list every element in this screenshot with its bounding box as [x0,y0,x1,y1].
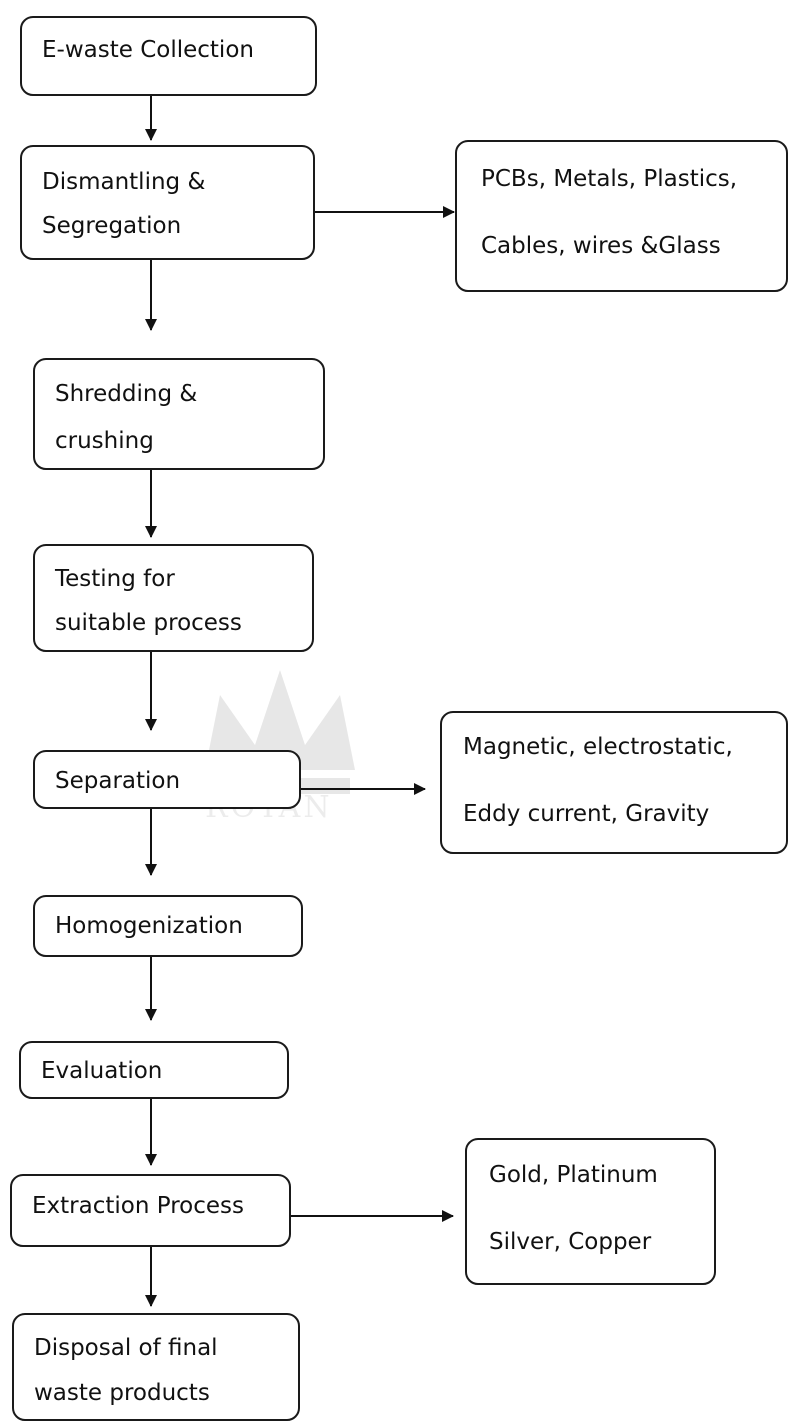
output-label: Eddy current, Gravity [463,801,710,827]
step-ewaste-collection: E-waste Collection [20,16,317,96]
step-label: waste products [34,1380,210,1406]
step-label: Shredding & [55,381,198,407]
step-shredding-crushing: Shredding & crushing [33,358,325,470]
step-label: Evaluation [41,1058,163,1084]
step-extraction-process: Extraction Process [10,1174,291,1247]
step-dismantling-segregation: Dismantling & Segregation [20,145,315,260]
output-label: Cables, wires &Glass [481,233,721,259]
step-separation: Separation [33,750,301,809]
step-evaluation: Evaluation [19,1041,289,1099]
output-label: Gold, Platinum [489,1162,658,1188]
step-homogenization: Homogenization [33,895,303,957]
step-label: suitable process [55,610,242,636]
output-materials: PCBs, Metals, Plastics, Cables, wires &G… [455,140,788,292]
step-label: Extraction Process [32,1193,244,1219]
output-precious-metals: Gold, Platinum Silver, Copper [465,1138,716,1285]
step-label: Homogenization [55,913,243,939]
step-label: Separation [55,768,181,794]
step-label: E-waste Collection [42,37,254,63]
output-label: Silver, Copper [489,1229,652,1255]
step-disposal: Disposal of final waste products [12,1313,300,1421]
step-label: crushing [55,428,154,454]
step-label: Dismantling & [42,169,206,195]
step-testing: Testing for suitable process [33,544,314,652]
step-label: Testing for [55,566,175,592]
step-label: Disposal of final [34,1335,218,1361]
output-label: Magnetic, electrostatic, [463,734,733,760]
output-label: PCBs, Metals, Plastics, [481,166,738,192]
step-label: Segregation [42,213,182,239]
output-separation-methods: Magnetic, electrostatic, Eddy current, G… [440,711,788,854]
